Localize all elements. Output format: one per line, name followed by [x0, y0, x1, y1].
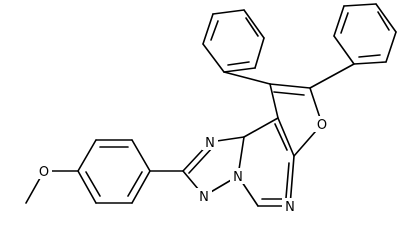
furan-oxygen-label: O: [317, 118, 327, 133]
triazole-nitrogen-lower-label: N: [199, 190, 209, 205]
pyrimidine-nitrogen-label: N: [285, 200, 295, 215]
bond-layer: [25, 3, 397, 207]
bridgehead-nitrogen-label: N: [233, 170, 243, 185]
triazole-nitrogen-upper-label: N: [205, 136, 215, 151]
atom-labels: O O N N N N: [36, 116, 330, 215]
methoxy-oxygen-label: O: [39, 165, 49, 180]
